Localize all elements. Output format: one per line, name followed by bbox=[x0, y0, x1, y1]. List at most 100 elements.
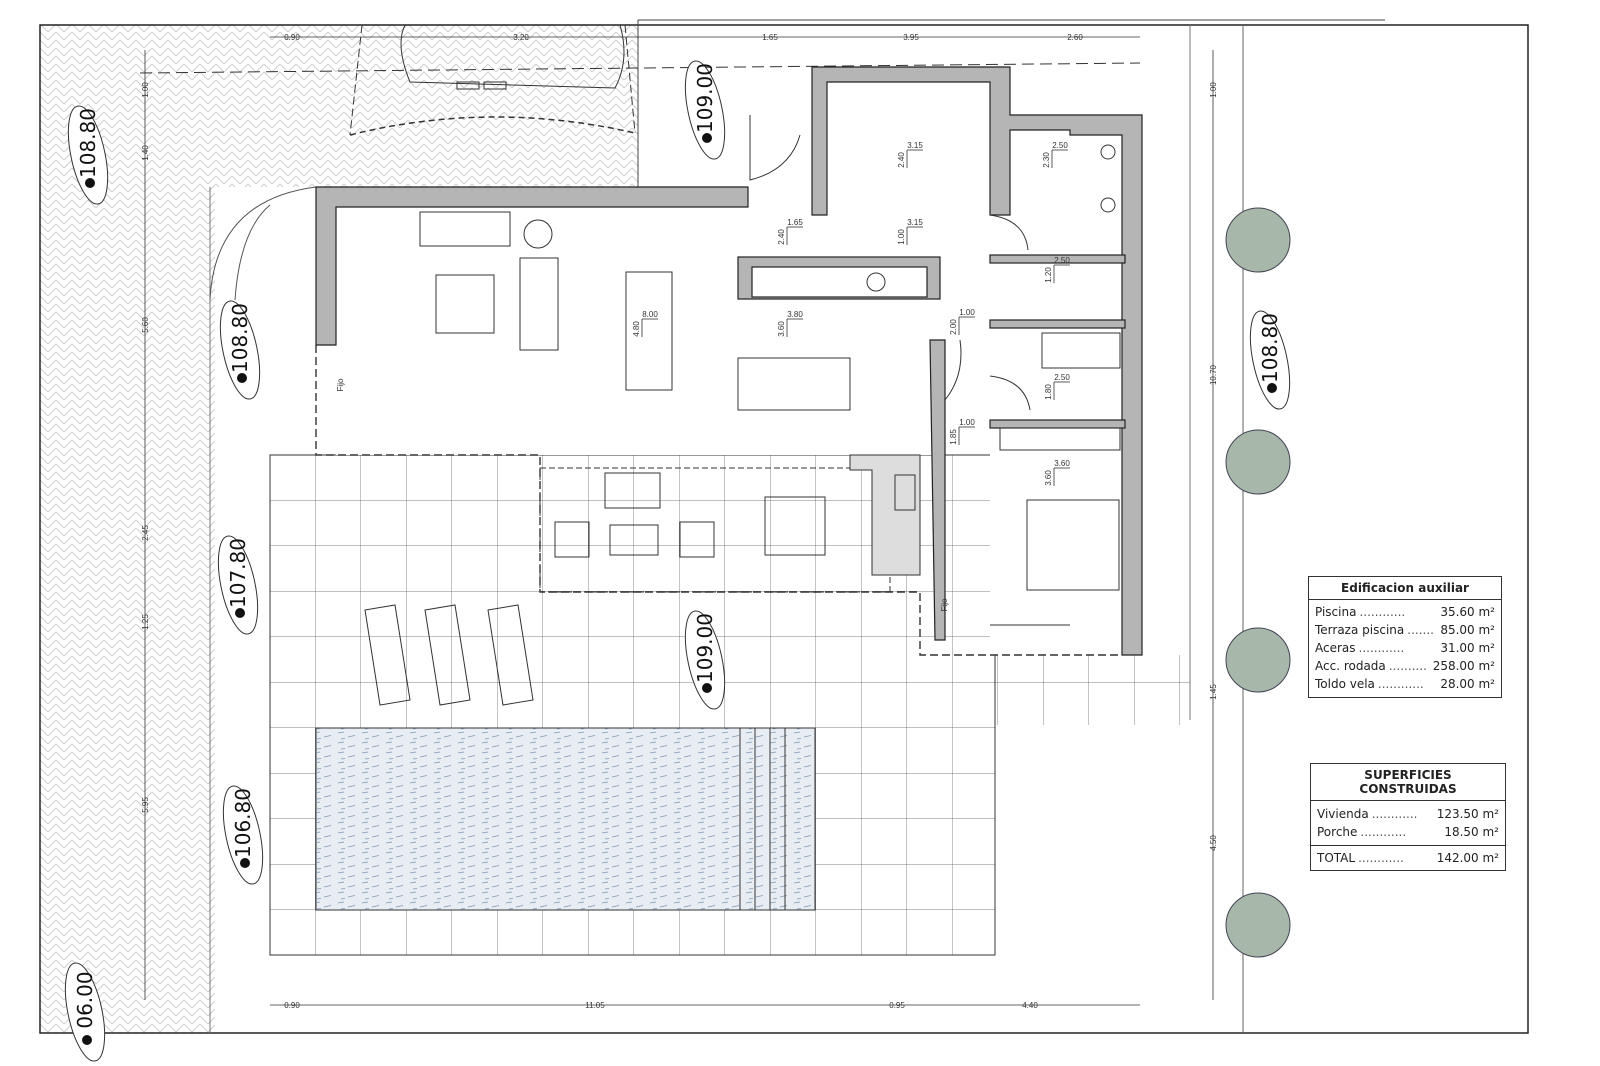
total-label: TOTAL bbox=[1317, 851, 1356, 865]
room-dimension-width: 1.00 bbox=[959, 308, 975, 317]
room-dimension-width: 2.50 bbox=[1054, 256, 1070, 265]
table-row: Toldo vela............ 28.00 m² bbox=[1309, 675, 1501, 693]
plot-boundary bbox=[39, 24, 1529, 1034]
row-value: 18.50 m² bbox=[1444, 825, 1499, 839]
dimension-label: 5.60 bbox=[141, 317, 150, 333]
elevation-label: 109.00 bbox=[693, 613, 717, 683]
built-surfaces-table: SUPERFICIES CONSTRUIDAS Vivienda........… bbox=[1310, 763, 1506, 871]
level-point-icon bbox=[235, 608, 245, 618]
curb-curve bbox=[234, 204, 271, 301]
total-dots: ............ bbox=[1358, 851, 1404, 865]
row-label: Aceras bbox=[1315, 641, 1356, 655]
total-row: TOTAL ............ 142.00 m² bbox=[1311, 846, 1505, 870]
dimension-label: 5.95 bbox=[141, 797, 150, 813]
row-dots: .......... bbox=[1388, 659, 1427, 673]
row-dots: ............ bbox=[1359, 605, 1406, 619]
pool-steps bbox=[739, 728, 786, 910]
elevation-label: 108.80 bbox=[76, 108, 100, 178]
table-row: Porche............18.50 m² bbox=[1311, 823, 1505, 841]
built-table-title: SUPERFICIES CONSTRUIDAS bbox=[1311, 764, 1505, 801]
elevation-marker bbox=[67, 105, 109, 205]
dimension-label: 4.40 bbox=[1022, 1001, 1038, 1010]
dimension-label: 4.50 bbox=[1209, 835, 1218, 851]
table-row: Piscina............ 35.60 m² bbox=[1309, 603, 1501, 621]
room-dimension-width: 1.65 bbox=[787, 218, 803, 227]
elevation-marker bbox=[64, 962, 106, 1062]
room-dimension-width: 8.00 bbox=[642, 310, 658, 319]
room-dimension-depth: 1.80 bbox=[1044, 384, 1053, 400]
window-label-fixed: Fijo bbox=[336, 378, 345, 391]
dimension-label: 1.00 bbox=[141, 82, 150, 98]
elevation-layer: 108.80109.00108.80107.80109.00106.80108.… bbox=[64, 60, 1291, 1062]
dimension-label: 2.60 bbox=[1067, 33, 1083, 42]
row-label: Acc. rodada bbox=[1315, 659, 1386, 673]
dimension-label: 1.40 bbox=[141, 145, 150, 161]
room-dimension-depth: 1.20 bbox=[1044, 267, 1053, 283]
room-dimension-depth: 2.00 bbox=[949, 319, 958, 335]
elevation-marker bbox=[222, 785, 264, 885]
total-value: 142.00 m² bbox=[1436, 851, 1499, 865]
elevation-label: 106.80 bbox=[231, 788, 255, 858]
dimension-label: 1.00 bbox=[1209, 82, 1218, 98]
dimension-label: 1.45 bbox=[1209, 684, 1218, 700]
row-value: 123.50 m² bbox=[1436, 807, 1499, 821]
level-point-icon bbox=[240, 858, 250, 868]
row-value: 35.60 m² bbox=[1440, 605, 1495, 619]
dimension-label: 3.95 bbox=[903, 33, 919, 42]
row-label: Vivienda bbox=[1317, 807, 1369, 821]
elevation-marker bbox=[1249, 310, 1291, 410]
terrace-extension bbox=[995, 655, 1190, 725]
table-row: Vivienda............123.50 m² bbox=[1311, 805, 1505, 823]
row-dots: ............ bbox=[1377, 677, 1424, 691]
dimension-label: 11.05 bbox=[585, 1001, 605, 1010]
elevation-label: 06.00 bbox=[73, 971, 97, 1028]
room-dimension-width: 2.50 bbox=[1052, 141, 1068, 150]
dimension-label: 3.20 bbox=[513, 33, 529, 42]
row-value: 31.00 m² bbox=[1440, 641, 1495, 655]
curb-curve bbox=[209, 186, 317, 301]
pool-water bbox=[316, 728, 815, 910]
row-value: 85.00 m² bbox=[1440, 623, 1495, 637]
elevation-label: 109.00 bbox=[693, 63, 717, 133]
table-row: Acc. rodada.......... 258.00 m² bbox=[1309, 657, 1501, 675]
elevation-label: 108.80 bbox=[1258, 313, 1282, 383]
level-point-icon bbox=[85, 178, 95, 188]
level-point-icon bbox=[702, 133, 712, 143]
row-dots: ............ bbox=[1358, 641, 1405, 655]
dimension-label: 0.95 bbox=[889, 1001, 905, 1010]
auxiliary-table-rows: Piscina............ 35.60 m² Terraza pisci… bbox=[1309, 600, 1501, 697]
row-label: Toldo vela bbox=[1315, 677, 1375, 691]
elevation-label: 108.80 bbox=[228, 303, 252, 373]
level-point-icon bbox=[702, 683, 712, 693]
level-point-icon bbox=[237, 373, 247, 383]
dimension-label: 0.90 bbox=[284, 33, 300, 42]
elevation-marker bbox=[217, 535, 259, 635]
room-dimension-width: 3.60 bbox=[1054, 459, 1070, 468]
level-point-icon bbox=[1267, 383, 1277, 393]
room-dimension-depth: 2.40 bbox=[897, 152, 906, 168]
room-dimension-depth: 1.00 bbox=[897, 229, 906, 245]
row-value: 28.00 m² bbox=[1440, 677, 1495, 691]
room-dimension-width: 1.00 bbox=[959, 418, 975, 427]
dimension-layer: 0.90 3.20 1.65 3.95 2.60 1.00 1.40 5.60 2.45 1.25… bbox=[141, 33, 1218, 1010]
room-dimension-depth: 4.80 bbox=[632, 321, 641, 337]
room-dimension-depth: 2.40 bbox=[777, 229, 786, 245]
room-dimension-width: 3.15 bbox=[907, 218, 923, 227]
room-dimension-depth: 2.30 bbox=[1042, 152, 1051, 168]
furniture-and-fixtures bbox=[315, 115, 1122, 706]
table-row: Terraza piscina.......85.00 m² bbox=[1309, 621, 1501, 639]
auxiliary-building-table: Edificacion auxiliar Piscina............… bbox=[1308, 576, 1502, 698]
car-symbol bbox=[139, 24, 1141, 136]
row-label: Piscina bbox=[1315, 605, 1357, 619]
dimension-label: 10.70 bbox=[1209, 364, 1218, 385]
dimension-label: 1.25 bbox=[141, 614, 150, 630]
room-dimension-width: 3.80 bbox=[787, 310, 803, 319]
window-label-fixed: Fijo bbox=[940, 598, 949, 611]
dimension-label: 2.45 bbox=[141, 525, 150, 541]
row-label: Porche bbox=[1317, 825, 1358, 839]
room-dimension-depth: 1.85 bbox=[949, 429, 958, 445]
dimension-label: 0.90 bbox=[284, 1001, 300, 1010]
auxiliary-table-title: Edificacion auxiliar bbox=[1309, 577, 1501, 600]
level-point-icon bbox=[82, 1035, 92, 1045]
row-value: 258.00 m² bbox=[1432, 659, 1495, 673]
